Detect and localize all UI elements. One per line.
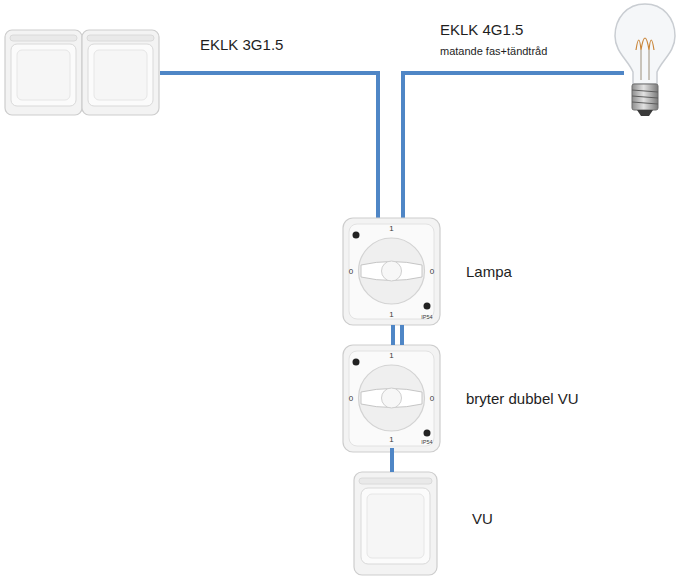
- position-mark: 0: [349, 268, 353, 276]
- vu-switch: bryter dubbel VU: [343, 345, 440, 448]
- node-label: VU: [472, 510, 493, 528]
- lamp-switch: Lampa: [343, 218, 440, 325]
- cable-label: EKLK 3G1.5: [200, 37, 283, 52]
- position-mark: 0: [430, 395, 434, 403]
- position-mark: 1: [389, 436, 393, 444]
- cable-connector: [393, 325, 402, 345]
- node-label: bryter dubbel VU: [466, 390, 579, 408]
- cable-note: matande fas+tändtråd: [440, 46, 547, 57]
- cable-connector: [390, 448, 394, 472]
- position-mark: 1: [389, 225, 393, 233]
- position-mark: 1: [389, 311, 393, 319]
- ip-rating: IP54: [421, 315, 432, 321]
- position-mark: 0: [430, 268, 434, 276]
- position-mark: 1: [389, 352, 393, 360]
- position-mark: 0: [349, 395, 353, 403]
- node-label: Lampa: [466, 263, 512, 281]
- vu-outlet: VU: [354, 472, 437, 575]
- cable-label: EKLK 4G1.5: [440, 22, 523, 37]
- ip-rating: IP54: [421, 440, 432, 446]
